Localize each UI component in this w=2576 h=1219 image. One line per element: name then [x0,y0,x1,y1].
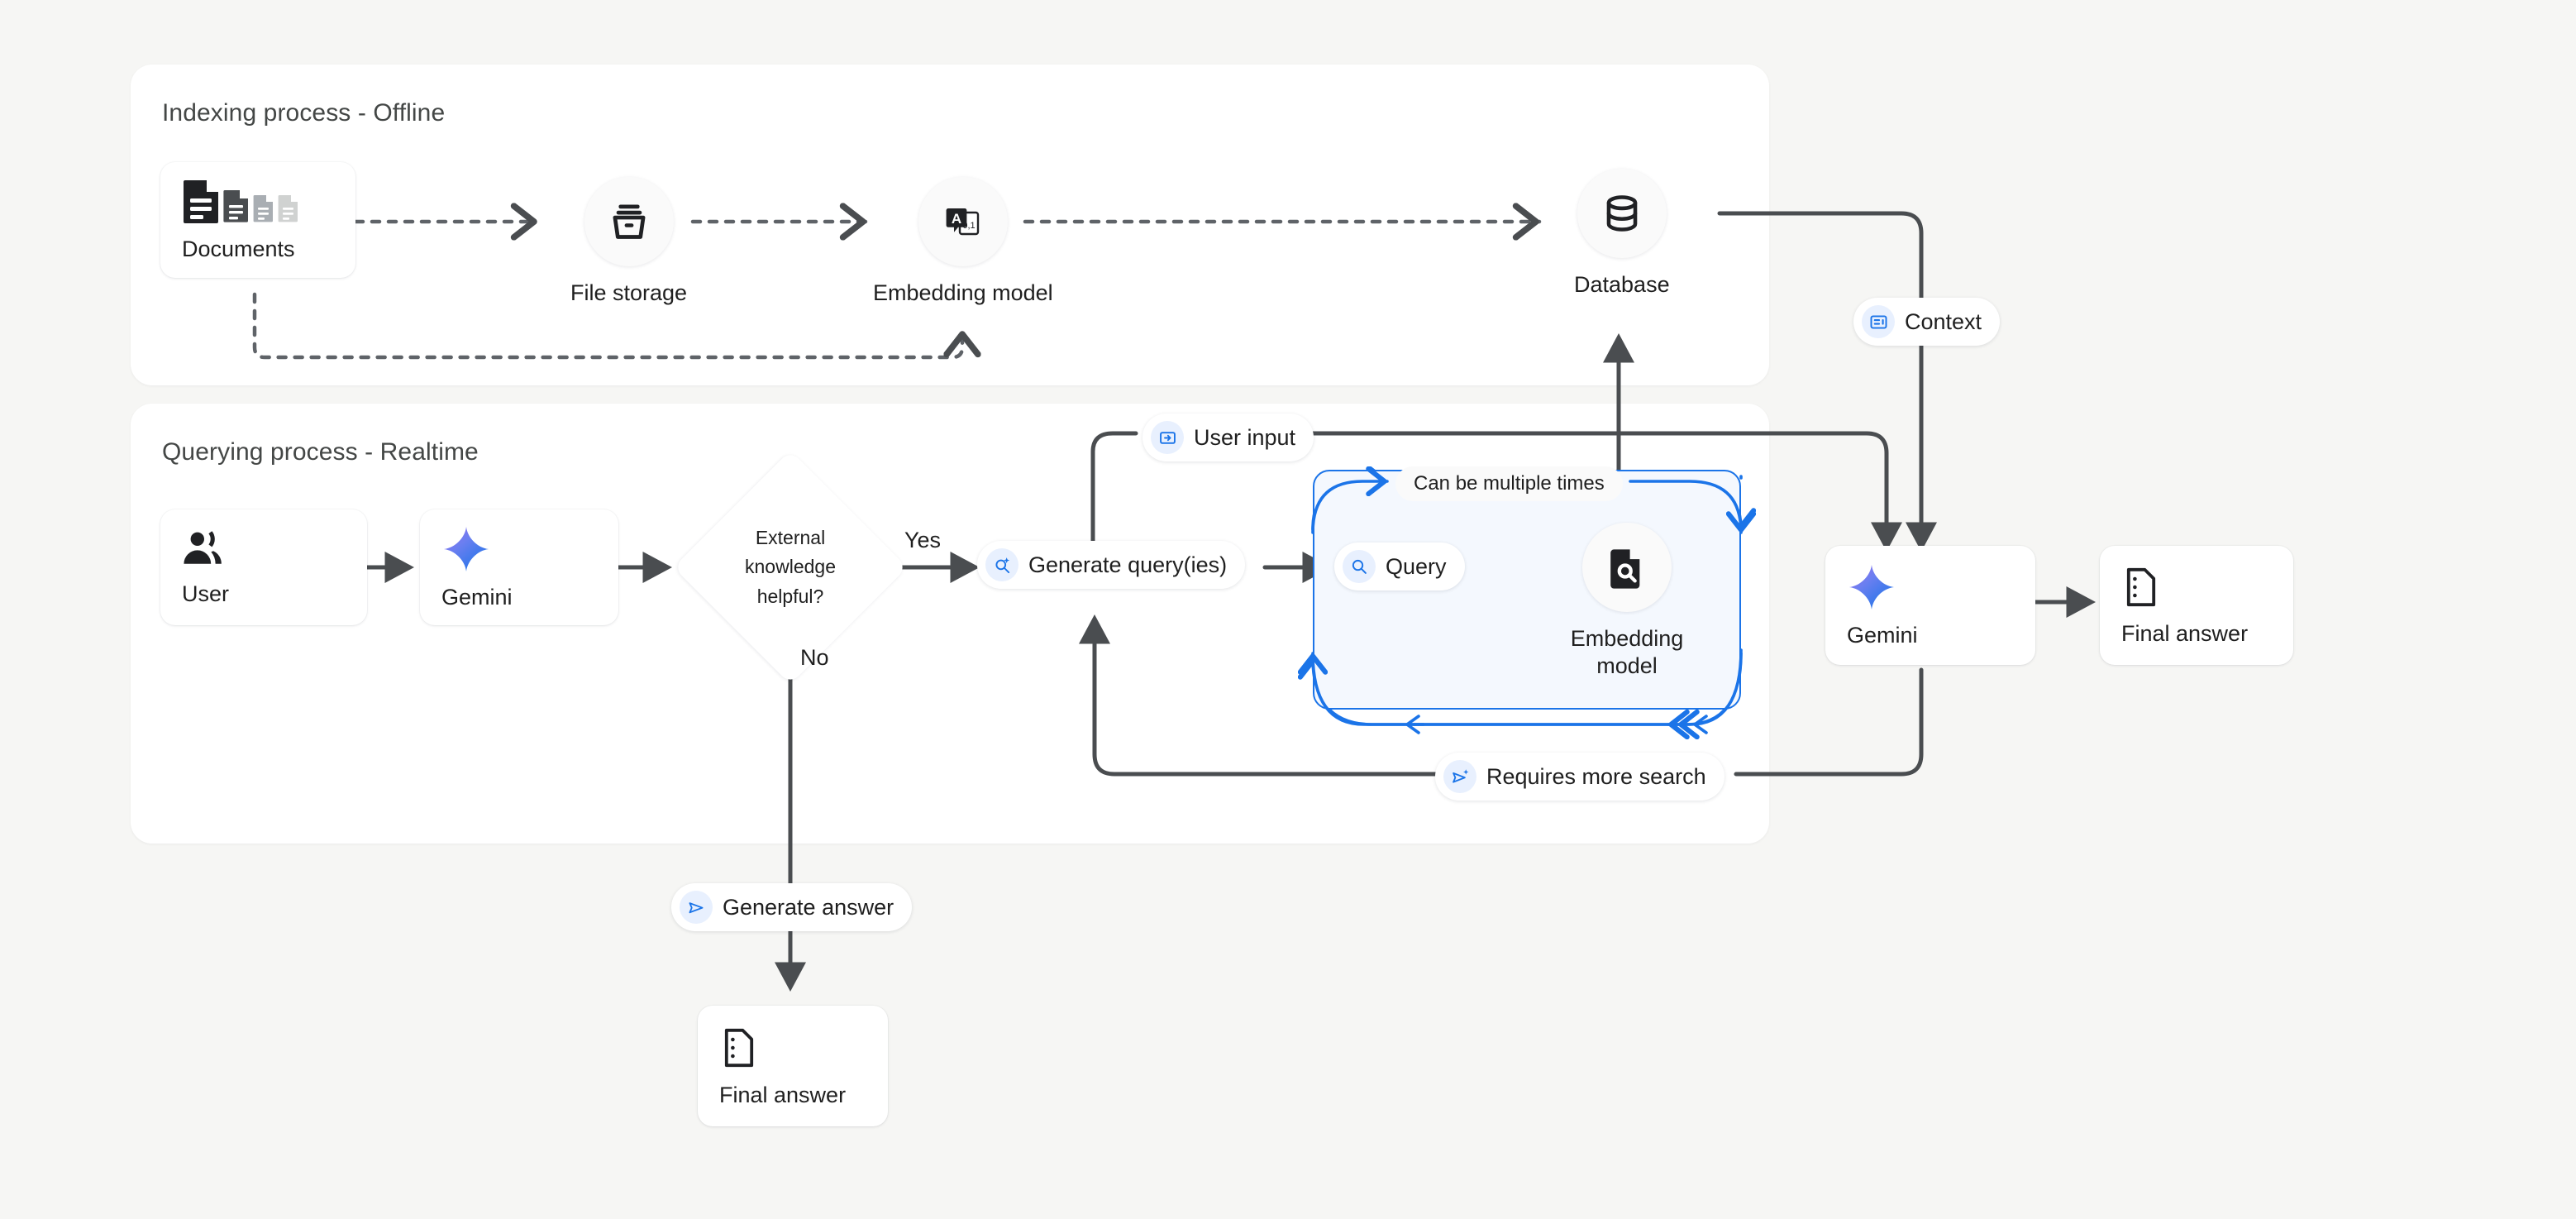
node-gemini-right-label: Gemini [1847,622,1918,648]
node-embedding-model-query-label: Embedding model [1570,626,1684,679]
label-can-be-multiple-times-text: Can be multiple times [1414,472,1605,495]
document-search-icon [1582,523,1672,612]
pill-user-input-label: User input [1194,424,1296,450]
user-input-icon [1151,421,1184,454]
search-send-icon [1443,760,1476,793]
pill-context-label: Context [1905,308,1982,334]
translate-embedding-icon: 0,1 A [918,177,1008,266]
node-database-label: Database [1574,272,1670,297]
node-file-storage[interactable]: File storage [570,177,687,307]
label-can-be-multiple-times: Can be multiple times [1395,466,1623,501]
svg-text:A: A [952,211,961,227]
decision-line-2: knowledge [745,556,836,578]
send-icon [680,891,713,924]
answer-doc-icon [719,1024,759,1071]
node-embedding-model[interactable]: 0,1 A Embedding model [873,177,1053,307]
decision-text: External knowledge helpful? [728,523,852,612]
node-documents[interactable]: Documents [160,162,355,278]
node-gemini-left-label: Gemini [441,584,513,610]
edge-label-yes: Yes [904,528,942,552]
panel-querying-title: Querying process - Realtime [162,438,479,466]
decision-line-3: helpful? [756,585,824,607]
database-icon [1577,169,1667,258]
pill-generate-queries[interactable]: Generate query(ies) [977,541,1246,589]
documents-icon [182,179,306,225]
pill-generate-answer-label: Generate answer [723,894,894,920]
node-user-label: User [182,581,230,606]
node-file-storage-label: File storage [570,280,688,305]
search-icon [1343,550,1376,583]
node-user[interactable]: User [160,509,367,625]
node-final-answer-bottom[interactable]: Final answer [698,1006,888,1126]
pill-requires-more-search[interactable]: Requires more search [1435,753,1724,801]
node-embedding-model-query[interactable]: Embedding model [1561,523,1693,681]
pill-user-input[interactable]: User input [1143,414,1314,461]
query-spark-icon [985,548,1018,581]
pill-generate-queries-label: Generate query(ies) [1028,552,1228,577]
pill-requires-more-search-label: Requires more search [1486,763,1706,789]
node-final-answer-bottom-label: Final answer [719,1083,847,1107]
pill-generate-answer[interactable]: Generate answer [671,883,913,931]
answer-doc-icon [2121,564,2161,610]
edge-label-no: No [800,645,829,670]
node-decision-external-knowledge[interactable]: External knowledge helpful? [673,450,908,685]
context-icon [1862,305,1895,338]
node-final-answer-right-label: Final answer [2121,621,2249,646]
node-gemini-left[interactable]: Gemini [420,509,618,625]
pill-context[interactable]: Context [1853,298,2001,346]
archive-icon [584,177,674,266]
pill-query[interactable]: Query [1334,543,1465,590]
gemini-spark-icon [441,525,491,573]
node-embedding-model-label: Embedding model [873,280,1053,305]
panel-indexing-title: Indexing process - Offline [162,99,446,127]
node-gemini-right[interactable]: Gemini [1825,546,2035,665]
decision-line-1: External [755,526,826,548]
gemini-spark-icon [1847,563,1896,611]
node-documents-label: Documents [182,236,295,261]
pill-query-label: Query [1386,553,1447,579]
node-final-answer-right[interactable]: Final answer [2100,546,2293,665]
user-icon [182,528,225,570]
node-database[interactable]: Database [1574,169,1670,299]
